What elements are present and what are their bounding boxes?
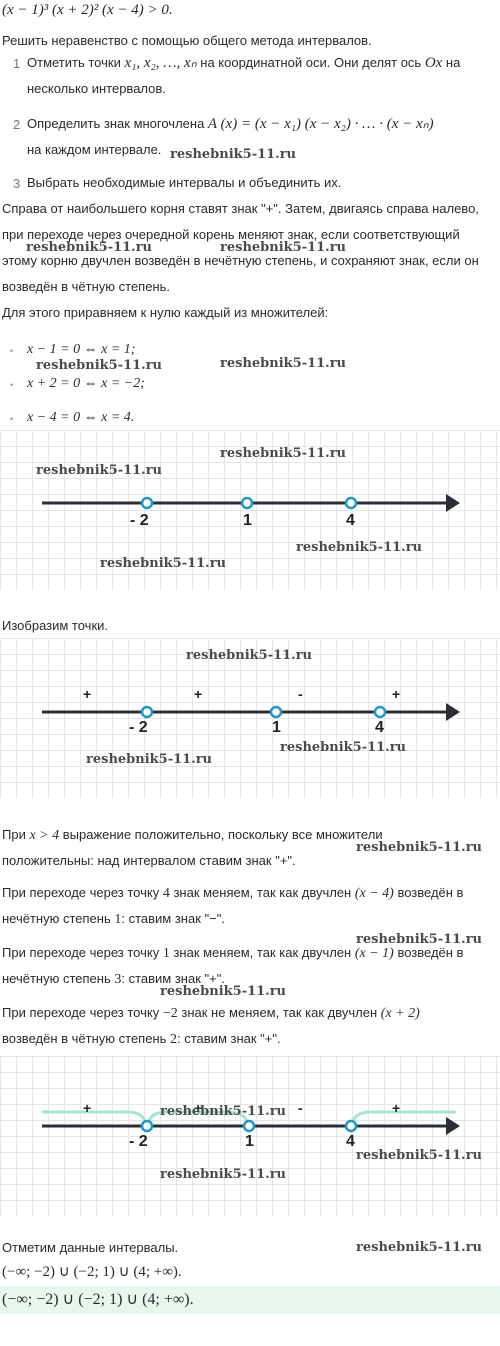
draw-points-text: Изобразим точки. (2, 618, 109, 633)
explain-1b: положительны: над интервалом ставим знак… (2, 853, 296, 868)
point-1 (242, 1119, 256, 1133)
point-minus-2 (140, 496, 154, 510)
sign-4: + (392, 686, 401, 702)
point-4 (344, 1119, 358, 1133)
step-number: 3 (13, 176, 21, 191)
step-2-line-1: Определить знак многочлена A (x) = (x − … (27, 116, 434, 132)
number-line-grid-3: - 2 1 4 + + - + (0, 1056, 500, 1216)
watermark: reshebnik5-11.ru (186, 648, 313, 663)
intro-text: Решить неравенство с помощью общего мето… (2, 33, 372, 48)
zero-3: x − 4 = 0 ⇔ x = 4. (27, 410, 135, 425)
axis-arrow (446, 1117, 460, 1135)
rule-line-4: возведён в чётную степень. (2, 279, 171, 294)
watermark: reshebnik5-11.ru (296, 540, 423, 555)
watermark: reshebnik5-11.ru (160, 984, 287, 999)
number-line-grid-2: - 2 1 4 + + - + (0, 638, 500, 798)
watermark: reshebnik5-11.ru (36, 463, 163, 478)
answer-line: (−∞; −2) ∪ (−2; 1) ∪ (4; +∞). (2, 1264, 182, 1280)
point-1 (269, 705, 283, 719)
bullet: • (10, 380, 14, 390)
watermark: reshebnik5-11.ru (170, 147, 297, 162)
step-number: 1 (13, 56, 21, 71)
explain-4: При переходе через точку −2 знак не меня… (2, 1005, 420, 1021)
point-minus-2 (140, 705, 154, 719)
tick-label-1: 1 (245, 1133, 254, 1150)
axis-arrow (446, 703, 460, 721)
watermark: reshebnik5-11.ru (356, 932, 483, 947)
point-1 (240, 496, 254, 510)
explain-2: При переходе через точку 4 знак меняем, … (2, 885, 464, 901)
zero-1: x − 1 = 0 ⇔ x = 1; (27, 342, 136, 357)
watermark: reshebnik5-11.ru (100, 556, 227, 571)
watermark: reshebnik5-11.ru (220, 356, 347, 371)
mark-intervals-text: Отметим данные интервалы. (2, 1240, 179, 1255)
sign-1: + (83, 1100, 92, 1116)
watermark: reshebnik5-11.ru (36, 358, 163, 373)
watermark: reshebnik5-11.ru (356, 840, 483, 855)
explain-3: При переходе через точку 1 знак меняем, … (2, 945, 464, 961)
bullet: • (10, 414, 14, 424)
rule-line-1: Справа от наибольшего корня ставят знак … (2, 201, 479, 216)
sign-curve-4 (349, 1110, 456, 1127)
number-line-2 (42, 703, 460, 721)
explain-3b: нечётную степень 3: ставим знак "+". (2, 971, 225, 987)
number-line-3 (42, 1110, 460, 1135)
step-number: 2 (13, 117, 21, 132)
watermark: reshebnik5-11.ru (26, 240, 153, 255)
answer-box: (−∞; −2) ∪ (−2; 1) ∪ (4; +∞). (0, 1286, 500, 1314)
step-1-line-2: несколько интервалов. (27, 81, 166, 96)
tick-label-4: 4 (346, 512, 355, 529)
point-minus-2 (140, 1119, 154, 1133)
point-4 (344, 496, 358, 510)
step-3-line: Выбрать необходимые интервалы и объедини… (27, 175, 342, 190)
zeros-intro: Для этого приравняем к нулю каждый из мн… (2, 305, 329, 320)
number-line-grid-1: - 2 1 4 (0, 430, 500, 590)
explain-2b: нечётную степень 1: ставим знак "−". (2, 911, 225, 927)
watermark: reshebnik5-11.ru (220, 240, 347, 255)
tick-label-minus-2: - 2 (129, 719, 148, 736)
bullet: • (10, 346, 14, 356)
rule-line-2: при переходе через очередной корень меня… (2, 227, 460, 242)
sign-4: + (392, 1100, 401, 1116)
tick-label-1: 1 (243, 512, 252, 529)
tick-label-4: 4 (346, 1133, 355, 1150)
sign-3: - (298, 686, 303, 702)
step-1-line-1: Отметить точки x₁, x₂, …, xₙ на координа… (27, 55, 461, 71)
answer-final: (−∞; −2) ∪ (−2; 1) ∪ (4; +∞). (2, 1291, 194, 1308)
watermark: reshebnik5-11.ru (160, 1104, 287, 1119)
axis-arrow (446, 494, 460, 512)
sign-2: + (194, 1100, 203, 1116)
tick-label-minus-2: - 2 (129, 1133, 148, 1150)
explain-1: При x > 4 выражение положительно, поскол… (2, 827, 383, 843)
watermark: reshebnik5-11.ru (356, 1148, 483, 1163)
watermark: reshebnik5-11.ru (280, 740, 407, 755)
sign-curve-2 (145, 1110, 251, 1127)
sign-1: + (83, 686, 92, 702)
zero-2: x + 2 = 0 ⇔ x = −2; (27, 376, 145, 391)
sign-curve-1 (42, 1110, 149, 1127)
step-2-line-2: на каждом интервале. (27, 142, 162, 157)
sign-3: - (298, 1100, 303, 1116)
rule-line-3: этому корню двучлен возведён в нечётную … (2, 253, 479, 268)
tick-label-minus-2: - 2 (130, 512, 149, 529)
point-4 (373, 705, 387, 719)
watermark: reshebnik5-11.ru (86, 752, 213, 767)
number-line-1 (42, 494, 460, 512)
inequality: (x − 1)³ (x + 2)² (x − 4) > 0. (2, 2, 173, 18)
sign-2: + (194, 686, 203, 702)
tick-label-4: 4 (375, 719, 384, 736)
watermark: reshebnik5-11.ru (356, 1240, 483, 1255)
watermark: reshebnik5-11.ru (220, 446, 347, 461)
tick-label-1: 1 (272, 719, 281, 736)
watermark: reshebnik5-11.ru (160, 1167, 287, 1182)
explain-4b: возведён в чётную степень 2: ставим знак… (2, 1031, 281, 1047)
